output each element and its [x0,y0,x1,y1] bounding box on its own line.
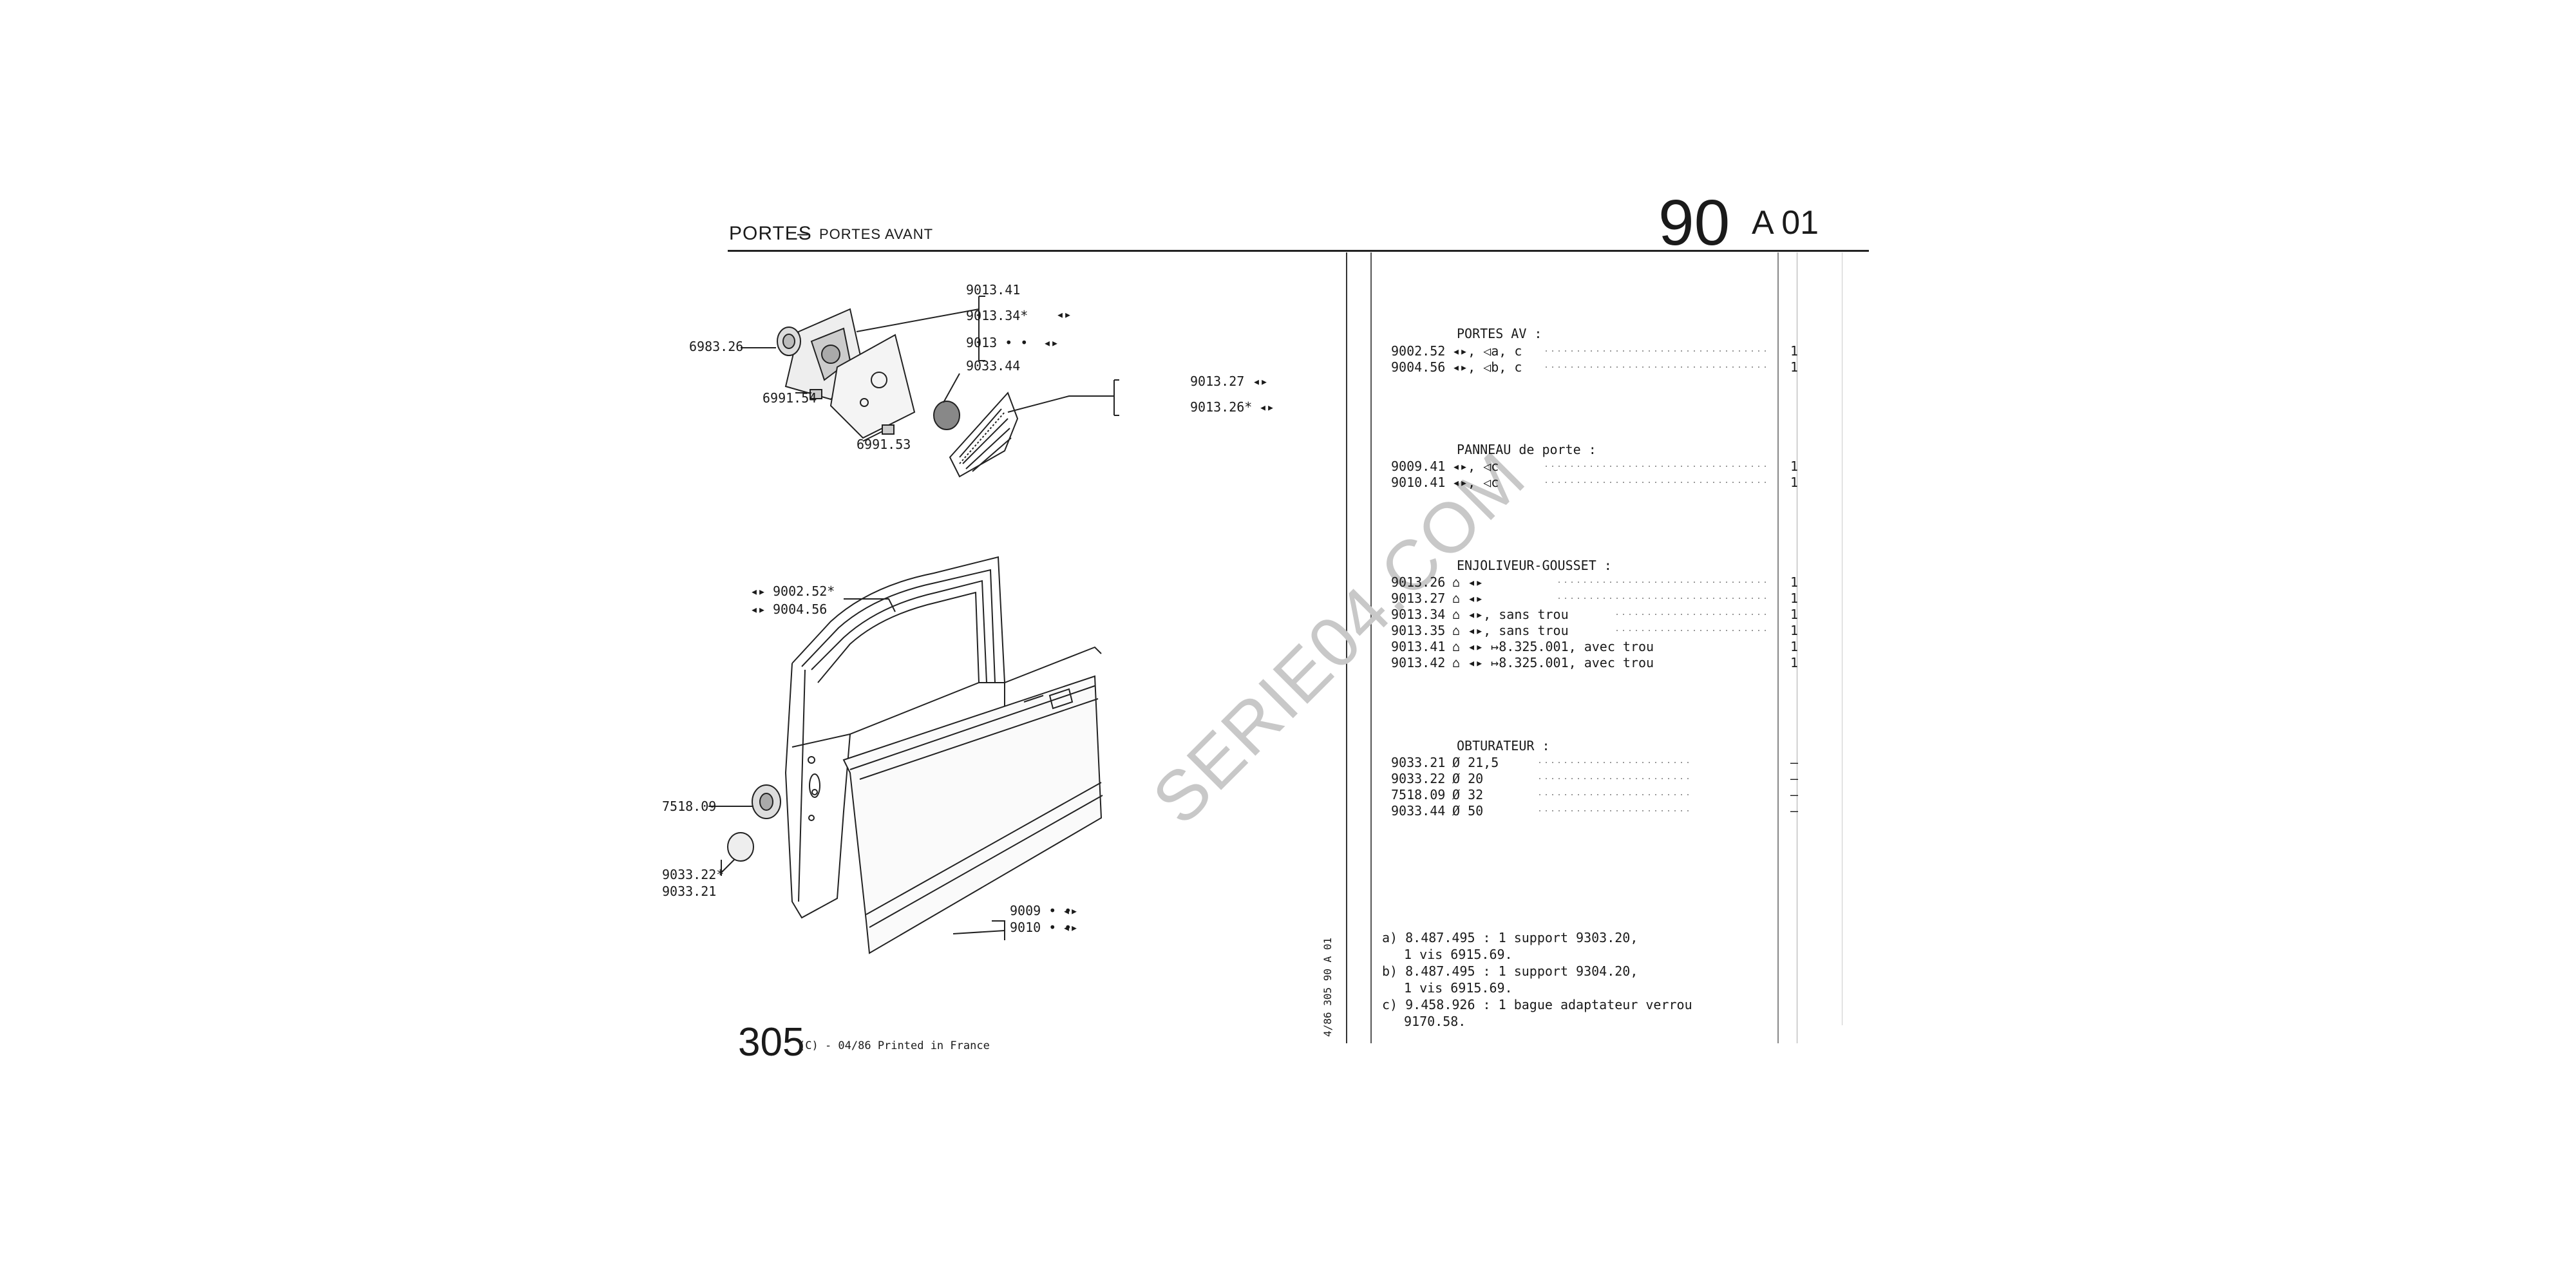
callout-9013-41: 9013.41 [966,282,1021,298]
callout-9033-22: 9033.22* [662,867,724,882]
trim-9013 [949,392,1019,478]
qty: 1 [1790,574,1799,590]
trim-icon: ⌂ ◂▸ ↦ [1452,639,1499,654]
side-code: 4/86 305 90 A 01 [1321,937,1334,1037]
door-frame-outer [791,556,1005,721]
callout-6991-54: 6991.54 [762,390,817,406]
title-dash: – [797,223,809,244]
list-item: 9013.27⌂ ◂▸ [1391,591,1484,606]
print-info: (C) - 04/86 Printed in France [799,1039,990,1052]
list-item: 9013.34⌂ ◂▸, sans trou [1391,607,1569,622]
list-item: 9002.52◂▸, ◁ a, c [1391,343,1522,359]
list-item: 9004.56◂▸, ◁ b, c [1391,359,1522,375]
dotted-leaders [1539,350,1771,811]
qty: 1 [1790,591,1799,606]
section-heading-enjoliveur: ENJOLIVEUR-GOUSSET : [1457,558,1612,573]
qty: 1 [1790,459,1799,474]
list-item: 9013.35⌂ ◂▸, sans trou [1391,623,1569,638]
qty: – [1790,771,1799,786]
left-right-arrow-icon: ◂▸, ◁ [1452,459,1492,474]
trim-icon: ⌂ ◂▸ [1452,574,1484,590]
trim-icon: ⌂ ◂▸ [1452,623,1484,638]
header-rule [728,250,1869,252]
callout-9004-56: 9004.56 [773,601,828,617]
subsection-title: PORTES AVANT [819,226,934,242]
qty: 1 [1790,639,1799,654]
callout-9013: 9013 • • [966,335,1028,350]
note-c: c) 9.458.926 : 1 bague adaptateur verrou [1382,997,1692,1012]
section-heading-obturateur: OBTURATEUR : [1457,738,1550,753]
door-shell-inner [784,646,1102,919]
left-right-arrow-icon: ◂▸, ◁ [1452,359,1492,375]
callout-9013-34: 9013.34* [966,308,1028,323]
qty: 1 [1790,475,1799,490]
note-c-line2: 9170.58. [1404,1014,1466,1029]
model-number: 305 [738,1020,805,1065]
list-item: 9010.41◂▸, ◁ c [1391,475,1499,490]
qty: 1 [1790,655,1799,670]
column-divider-2 [1370,252,1372,1043]
arrow-icon: ◂▸ [750,601,766,617]
arrow-icon: ◂▸ [1056,307,1072,322]
left-right-arrow-icon: ◂▸, ◁ [1452,475,1492,490]
trim-icon: ⌂ ◂▸ ↦ [1452,655,1499,670]
list-item: 9013.42⌂ ◂▸ ↦ 8.325.001, avec trou [1391,655,1654,670]
qty: 1 [1790,623,1799,638]
callout-9002-52: 9002.52* [773,583,835,599]
section-title: PORTES [729,223,812,244]
list-item: 9013.26⌂ ◂▸ [1391,574,1484,590]
qty: – [1790,787,1799,802]
callout-9013-26: 9013.26* [1190,399,1253,415]
column-divider-1 [1346,252,1347,1043]
trim-icon: ⌂ ◂▸ [1452,591,1484,606]
callout-9013-27: 9013.27 [1190,374,1245,389]
list-item: 9009.41◂▸, ◁ c [1391,459,1499,474]
note-b: b) 8.487.495 : 1 support 9304.20, [1382,963,1638,979]
list-item: 9013.41⌂ ◂▸ ↦ 8.325.001, avec trou [1391,639,1654,654]
note-b-line2: 1 vis 6915.69. [1404,980,1513,996]
qty: 1 [1790,343,1799,359]
qty: – [1790,755,1799,770]
qty: 1 [1790,359,1799,375]
callout-9009: 9009 • • [1010,903,1072,918]
arrow-icon: ◂▸ [1043,335,1059,350]
page-code: A 01 [1752,204,1819,242]
arrow-icon: ◂▸ [1063,903,1079,918]
callout-9033-21: 9033.21 [662,884,717,899]
plug-9033-21 [727,832,754,862]
callout-6983-26: 6983.26 [689,339,744,354]
group-number: 90 [1658,187,1730,259]
note-a: a) 8.487.495 : 1 support 9303.20, [1382,930,1638,945]
callout-6991-53: 6991.53 [857,437,911,452]
arrow-right-icon: ◂▸ [1259,399,1275,415]
arrow-icon: ◂▸ [1063,920,1079,935]
fitting-6991-54 [810,389,822,399]
left-right-arrow-icon: ◂▸, ◁ [1452,343,1492,359]
qty: 1 [1790,607,1799,622]
section-heading-panneau: PANNEAU de porte : [1457,442,1596,457]
callout-7518-09: 7518.09 [662,799,717,814]
fitting-6991-53 [882,424,895,435]
section-heading-portes: PORTES AV : [1457,326,1542,341]
exploded-diagram [708,296,1119,954]
arrow-icon: ◂▸ [750,583,766,599]
trim-icon: ⌂ ◂▸ [1452,607,1484,622]
callout-9033-44: 9033.44 [966,358,1021,374]
door-outer-panel [842,675,1103,954]
qty: – [1790,803,1799,819]
callout-9010: 9010 • • [1010,920,1072,935]
note-a-line2: 1 vis 6915.69. [1404,947,1513,962]
arrow-right-icon: ◂▸ [1253,374,1269,389]
qty-column-divider [1777,252,1779,1043]
plug-9033-44 [933,401,960,430]
